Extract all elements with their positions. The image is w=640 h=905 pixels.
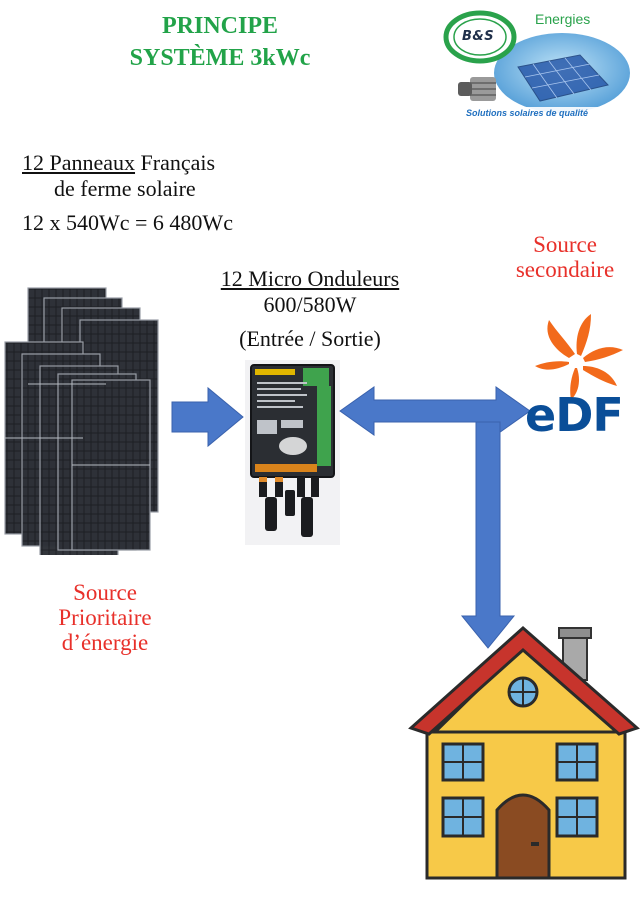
panels-origin-label: Français (135, 150, 216, 175)
micro-inverter-image (245, 360, 340, 545)
arrow-inverter-grid (339, 386, 531, 436)
inverter-description: 12 Micro Onduleurs 600/580W (Entrée / So… (190, 266, 430, 352)
inverter-line-1: 12 Micro Onduleurs (220, 266, 400, 291)
panels-line-2: de ferme solaire (54, 176, 196, 201)
panels-line-3: 12 x 540Wc = 6 480Wc (22, 210, 233, 235)
solar-panels-image (4, 287, 159, 555)
inverter-line-3: (Entrée / Sortie) (239, 326, 381, 351)
edf-logo: eDF (525, 310, 635, 450)
logo-tagline: Solutions solaires de qualité (466, 108, 589, 118)
panels-description: 12 Panneaux Français de ferme solaire 12… (22, 150, 302, 236)
company-logo: B&S Energies Solutions solaires de quali… (440, 5, 635, 125)
house-image (408, 625, 640, 880)
bulb-logo-graphic (443, 10, 630, 121)
source-priority-line-2: Prioritaire (58, 605, 152, 630)
source-secondary-label: Source secondaire (490, 232, 640, 282)
page-title: PRINCIPE SYSTÈME 3kWc (60, 10, 380, 74)
source-priority-label: Source Prioritaire d’énergie (30, 580, 180, 655)
arrow-down-to-house (460, 421, 516, 649)
title-line-1: PRINCIPE (161, 13, 278, 39)
arrow-panels-to-inverter (171, 386, 244, 448)
source-secondary-line-2: secondaire (515, 257, 615, 282)
edf-wordmark: eDF (525, 388, 624, 442)
edf-flower-icon (535, 314, 623, 400)
source-priority-line-3: d’énergie (61, 630, 149, 655)
logo-brand-text: B&S (462, 29, 495, 44)
inverter-line-2: 600/580W (263, 292, 357, 317)
title-line-2: SYSTÈME 3kWc (129, 45, 311, 71)
panels-line-1: 12 Panneaux Français (22, 150, 302, 176)
source-secondary-line-1: Source (533, 232, 597, 257)
logo-energies-text: Energies (535, 11, 591, 27)
source-priority-line-1: Source (73, 580, 137, 605)
panels-count-label: 12 Panneaux (22, 150, 136, 175)
